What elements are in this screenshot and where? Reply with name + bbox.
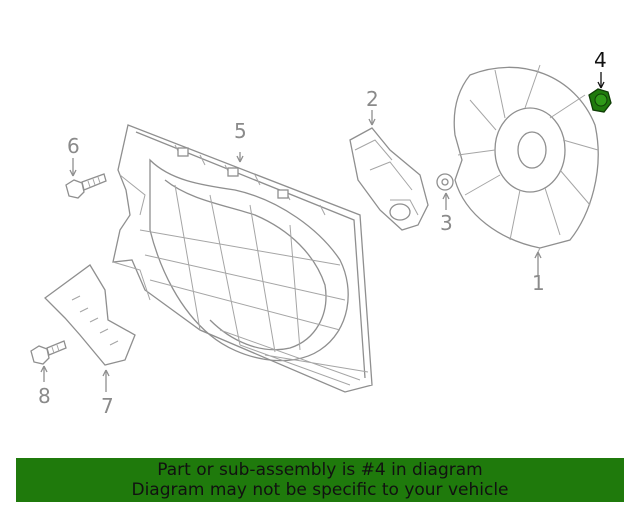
- banner-line-2: Diagram may not be specific to your vehi…: [131, 480, 509, 500]
- bolt-8: [30, 340, 67, 382]
- bracket: [44, 264, 136, 392]
- nut-highlighted[interactable]: [588, 72, 612, 113]
- callout-8: 8: [38, 384, 51, 408]
- callout-6: 6: [67, 134, 80, 158]
- washer: [436, 173, 454, 210]
- parts-diagram: 1 2 3 4 5 6 7 8: [30, 48, 612, 418]
- fan-blade: [453, 64, 599, 275]
- info-banner: Part or sub-assembly is #4 in diagram Di…: [16, 458, 624, 502]
- banner-line-1: Part or sub-assembly is #4 in diagram: [157, 460, 483, 480]
- fan-shroud: [112, 124, 373, 393]
- callout-4: 4: [594, 48, 607, 72]
- callout-5: 5: [234, 119, 247, 143]
- bolt-6: [65, 158, 107, 199]
- callout-3: 3: [440, 211, 453, 235]
- callout-2: 2: [366, 87, 379, 111]
- callout-7: 7: [101, 394, 114, 418]
- callout-1: 1: [532, 271, 545, 295]
- fan-motor: [349, 110, 429, 231]
